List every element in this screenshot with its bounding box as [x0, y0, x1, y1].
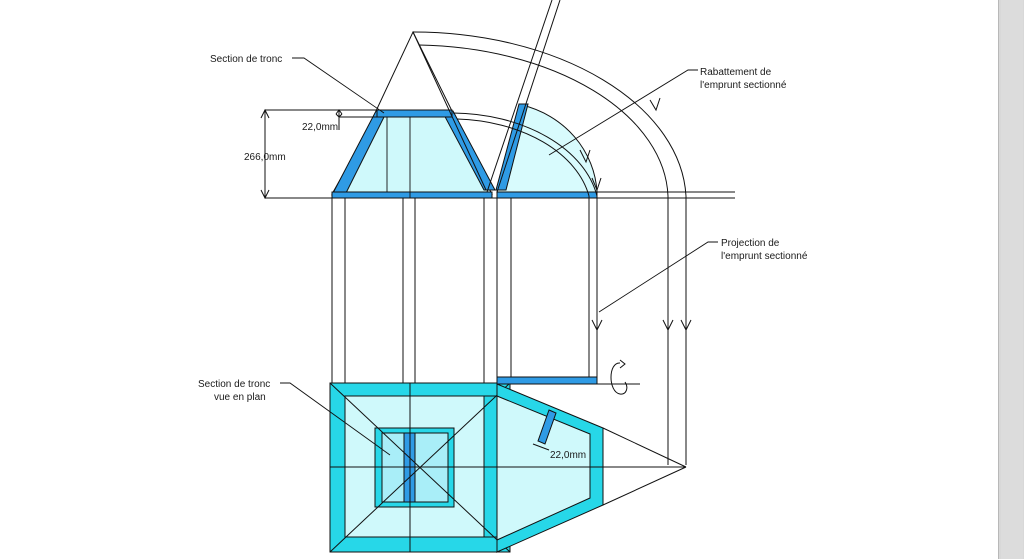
label-projection-2: l'emprunt sectionné	[721, 251, 808, 262]
label-section-tronc: Section de tronc	[210, 54, 282, 65]
plan-construction-2	[602, 466, 687, 506]
plan-construction-1	[602, 427, 687, 468]
dimensions: 266,0mm 22,0mm 22,0mm	[244, 108, 586, 461]
scrollbar-track[interactable]	[1001, 0, 1023, 559]
roof-slope-line	[412, 31, 487, 191]
leader-section-tronc	[292, 57, 385, 114]
vertical-scrollbar[interactable]	[998, 0, 1024, 559]
elevation-view	[265, 0, 735, 199]
label-projection-1: Projection de	[721, 238, 780, 249]
label-rabattement-1: Rabattement de	[700, 67, 772, 78]
annotations: Section de tronc Rabattement de l'emprun…	[198, 54, 808, 456]
roof-outline	[375, 30, 453, 112]
plan-thickness-label: 22,0mm	[550, 450, 586, 461]
rotation-arrow-icon	[619, 359, 626, 369]
rabattement-base-bar	[496, 191, 598, 199]
label-section-plan-1: Section de tronc	[198, 379, 270, 390]
trunk-section-base-bar	[331, 191, 493, 199]
leader-rabattement	[548, 69, 698, 156]
construction-line-1	[496, 0, 561, 193]
plan-rabattement-border	[496, 383, 604, 553]
top-thickness-label: 22,0mm	[302, 122, 338, 133]
inner-arc	[452, 112, 598, 197]
label-section-plan-2: vue en plan	[214, 392, 266, 403]
construction-line-2	[486, 0, 553, 193]
plan-thickness-dim-line	[532, 443, 550, 451]
rotation-symbol	[610, 362, 628, 395]
trunk-section-top-bar	[376, 109, 453, 118]
outer-arc	[412, 31, 687, 197]
plan-top-bar	[496, 376, 598, 385]
leader-projection	[598, 241, 718, 313]
outer-arc-2	[418, 44, 669, 197]
inner-arc-2	[456, 118, 590, 197]
projection-lines	[331, 97, 692, 465]
plan-thickness-bar	[537, 409, 557, 445]
label-rabattement-2: l'emprunt sectionné	[700, 80, 787, 91]
height-dimension-label: 266,0mm	[244, 152, 286, 163]
leader-section-plan	[280, 382, 391, 456]
plan-view	[329, 359, 687, 553]
